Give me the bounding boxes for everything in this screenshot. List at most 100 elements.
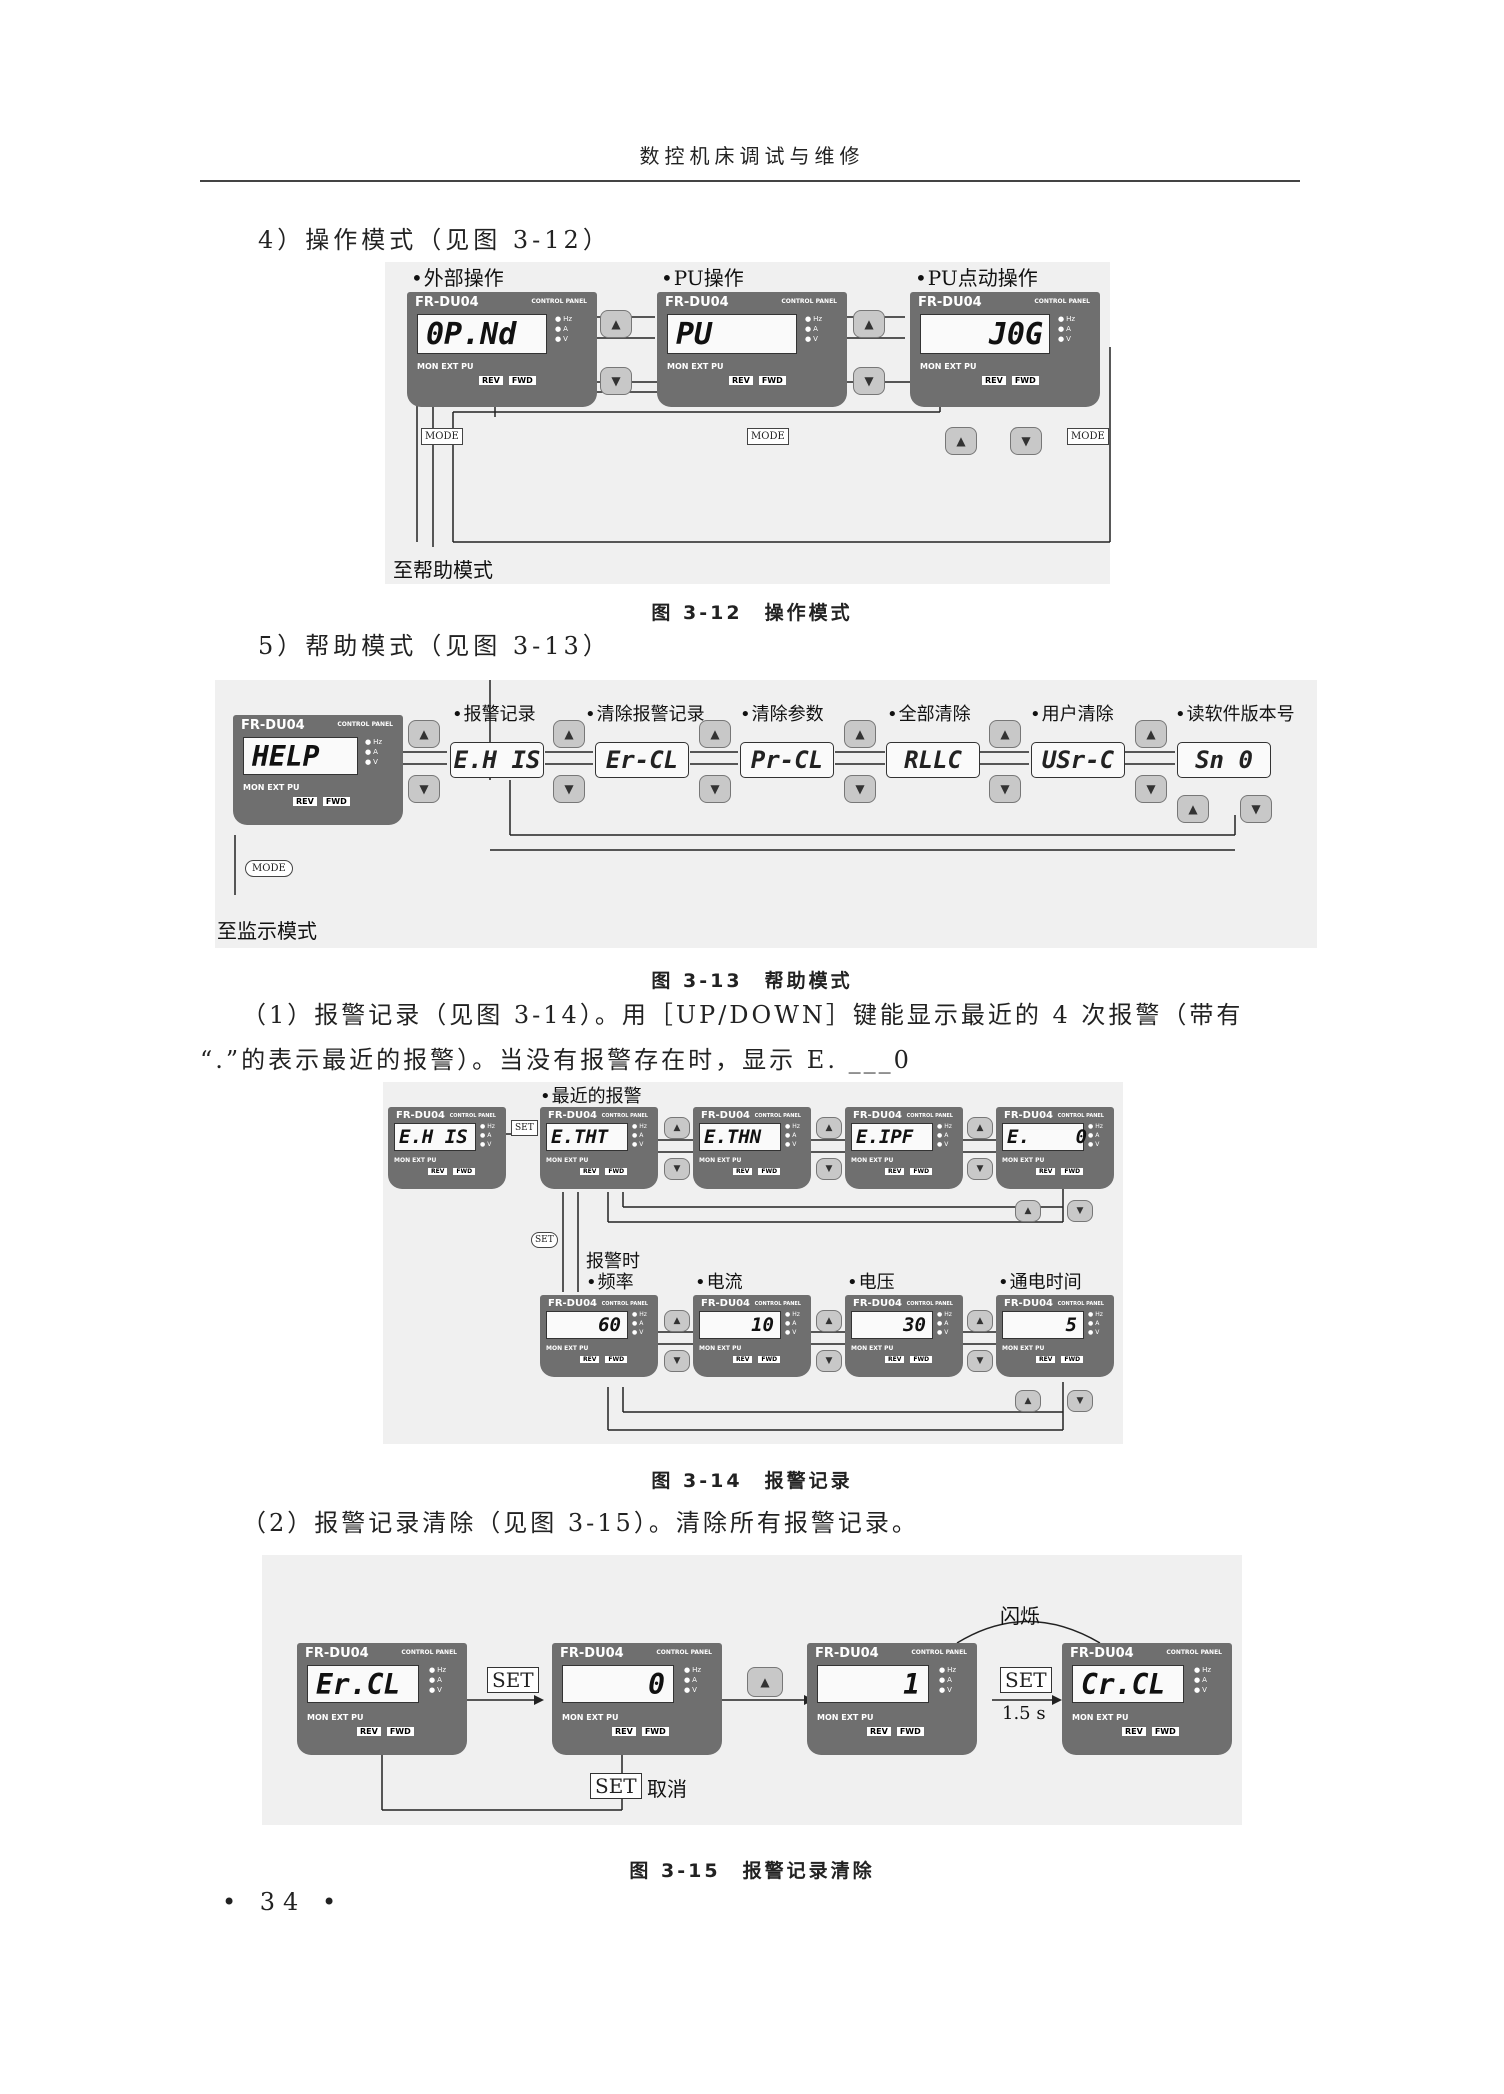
up-button[interactable]: ▲ [408, 720, 440, 748]
up-button[interactable]: ▲ [1015, 1200, 1041, 1222]
unit-indicators: HzAV [684, 1665, 701, 1695]
up-button[interactable]: ▲ [664, 1117, 690, 1139]
down-button[interactable]: ▼ [408, 775, 440, 803]
operation-panel-small: FR-DU04 CONTROL PANEL 30 HzAV MON EXT PU… [845, 1295, 963, 1377]
led-row: MON EXT PU [546, 1157, 589, 1164]
down-button[interactable]: ▼ [989, 775, 1021, 803]
panel-brand: FR-DU04 [1070, 1646, 1134, 1661]
operation-panel-small: FR-DU04 CONTROL PANEL E.IPF HzAV MON EXT… [845, 1107, 963, 1189]
led-row: MON EXT PU [394, 1157, 437, 1164]
down-button[interactable]: ▼ [600, 367, 632, 395]
down-button[interactable]: ▼ [853, 367, 885, 395]
lcd-display: 0P.Nd [417, 314, 547, 354]
down-button[interactable]: ▼ [844, 775, 876, 803]
label-alarm-history: 报警记录 [452, 700, 536, 726]
lcd-display: E.THT [546, 1123, 628, 1151]
down-button[interactable]: ▼ [1067, 1390, 1093, 1412]
panel-brand: FR-DU04 [396, 1110, 446, 1121]
set-key: SET [511, 1120, 538, 1136]
down-button[interactable]: ▼ [553, 775, 585, 803]
caption-fig-3-12: 图 3-12 操作模式 [651, 602, 853, 624]
figure-3-13: FR-DU04 CONTROL PANEL HELP HzAV MON EXT … [215, 680, 1317, 948]
led-row: MON EXT PU [562, 1713, 619, 1722]
up-button[interactable]: ▲ [699, 720, 731, 748]
down-button[interactable]: ▼ [967, 1158, 993, 1180]
up-button[interactable]: ▲ [989, 720, 1021, 748]
label-user-clear: 用户清除 [1030, 700, 1114, 726]
lcd-display: RLLC [886, 742, 980, 778]
down-button[interactable]: ▼ [664, 1350, 690, 1372]
down-button[interactable]: ▼ [967, 1350, 993, 1372]
panel-brand: FR-DU04 [918, 295, 982, 310]
down-button[interactable]: ▼ [1240, 795, 1272, 823]
led-row: MON EXT PU [851, 1157, 894, 1164]
down-button[interactable]: ▼ [699, 775, 731, 803]
down-button[interactable]: ▼ [1067, 1200, 1093, 1222]
section5-heading: 5）帮助模式（见图 3-13） [258, 632, 611, 660]
up-button[interactable]: ▲ [747, 1667, 783, 1697]
led-row: MON EXT PU [920, 362, 977, 371]
panel-brand: FR-DU04 [415, 295, 479, 310]
operation-panel: FR-DU04 CONTROL PANEL J0G HzAV MON EXT P… [910, 292, 1100, 407]
panel-control-label: CONTROL PANEL [449, 1113, 496, 1119]
up-button[interactable]: ▲ [967, 1117, 993, 1139]
figure-3-15-arrows [377, 1620, 1101, 1811]
set-key: SET [531, 1232, 558, 1248]
figure-3-13-arrows [234, 680, 1236, 895]
up-button[interactable]: ▲ [816, 1117, 842, 1139]
unit-indicators: HzAV [1194, 1665, 1211, 1695]
unit-indicators: HzAV [1058, 314, 1075, 344]
operation-panel-small: FR-DU04 CONTROL PANEL 5 HzAV MON EXT PU … [996, 1295, 1114, 1377]
operation-panel-small: FR-DU04 CONTROL PANEL 10 HzAV MON EXT PU… [693, 1295, 811, 1377]
to-help-mode: 至帮助模式 [393, 558, 493, 582]
down-button[interactable]: ▼ [1135, 775, 1167, 803]
panel-brand: FR-DU04 [701, 1110, 751, 1121]
unit-indicators: HzAV [632, 1310, 647, 1337]
panel-brand: FR-DU04 [241, 718, 305, 733]
label-power-on-time: 通电时间 [998, 1268, 1082, 1294]
panel-brand: FR-DU04 [665, 295, 729, 310]
up-button[interactable]: ▲ [1135, 720, 1167, 748]
lcd-display: Pr-CL [740, 742, 834, 778]
mode-key: MODE [245, 860, 293, 877]
up-button[interactable]: ▲ [1015, 1390, 1041, 1412]
down-button[interactable]: ▼ [1010, 427, 1042, 455]
led-row: MON EXT PU [1072, 1713, 1129, 1722]
operation-panel: FR-DU04 CONTROL PANEL 0 HzAV MON EXT PU … [552, 1643, 722, 1755]
up-button[interactable]: ▲ [600, 310, 632, 338]
up-button[interactable]: ▲ [664, 1310, 690, 1332]
down-button[interactable]: ▼ [664, 1158, 690, 1180]
panel-brand: FR-DU04 [853, 1110, 903, 1121]
lcd-display: USr-C [1031, 742, 1125, 778]
up-button[interactable]: ▲ [1177, 795, 1209, 823]
panel-control-label: CONTROL PANEL [906, 1301, 953, 1307]
label-voltage: 电压 [847, 1268, 895, 1294]
down-button[interactable]: ▼ [816, 1158, 842, 1180]
paragraph-1-line-1: （1）报警记录（见图 3-14）。用［UP/DOWN］键能显示最近的 4 次报警… [242, 1001, 1244, 1029]
up-button[interactable]: ▲ [967, 1310, 993, 1332]
label-all-clear: 全部清除 [887, 700, 971, 726]
up-button[interactable]: ▲ [945, 427, 977, 455]
lcd-display: 0 [562, 1665, 674, 1703]
up-button[interactable]: ▲ [844, 720, 876, 748]
operation-panel: FR-DU04 CONTROL PANEL Er.CL HzAV MON EXT… [297, 1643, 467, 1755]
panel-control-label: CONTROL PANEL [754, 1301, 801, 1307]
down-button[interactable]: ▼ [816, 1350, 842, 1372]
led-row: MON EXT PU [699, 1157, 742, 1164]
up-button[interactable]: ▲ [816, 1310, 842, 1332]
header-rule [200, 180, 1300, 182]
up-button[interactable]: ▲ [553, 720, 585, 748]
operation-panel-small: FR-DU04 CONTROL PANEL E.THT HzAV MON EXT… [540, 1107, 658, 1189]
panel-brand: FR-DU04 [815, 1646, 879, 1661]
up-button[interactable]: ▲ [853, 310, 885, 338]
led-row: MON EXT PU [546, 1345, 589, 1352]
unit-indicators: HzAV [937, 1310, 952, 1337]
led-row: MON EXT PU [417, 362, 474, 371]
